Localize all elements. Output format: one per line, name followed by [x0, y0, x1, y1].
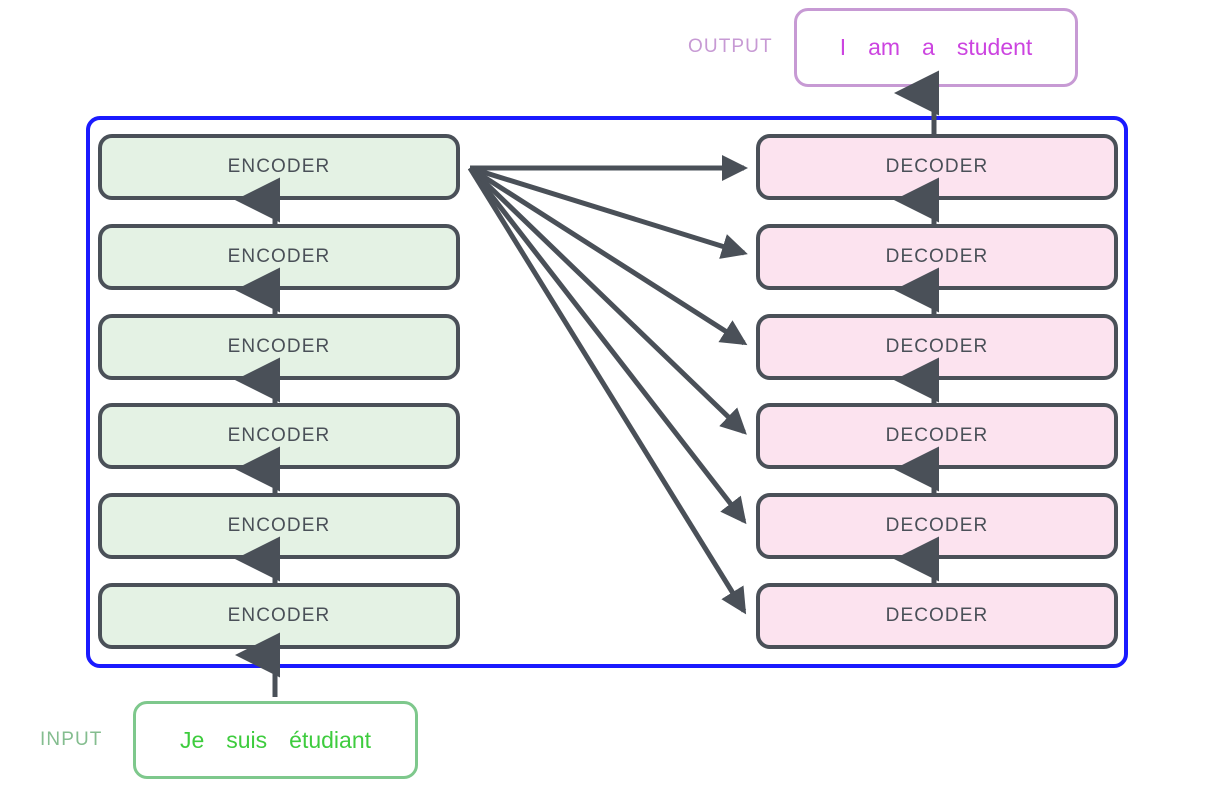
decoder-block-4[interactable]: DECODER	[756, 403, 1118, 469]
output-box[interactable]: I am a student	[794, 8, 1078, 87]
output-token: I	[839, 34, 847, 60]
decoder-block-6[interactable]: DECODER	[756, 583, 1118, 649]
encoder-block-6[interactable]: ENCODER	[98, 583, 460, 649]
input-token: Je	[179, 726, 205, 753]
output-token: student	[956, 34, 1033, 60]
output-token-list: I am a student	[840, 34, 1033, 61]
input-box[interactable]: Je suis étudiant	[133, 701, 418, 779]
decoder-block-1[interactable]: DECODER	[756, 134, 1118, 200]
output-label: OUTPUT	[688, 36, 773, 57]
encoder-block-2[interactable]: ENCODER	[98, 224, 460, 290]
output-token: a	[922, 34, 935, 60]
decoder-block-5[interactable]: DECODER	[756, 493, 1118, 559]
encoder-block-5[interactable]: ENCODER	[98, 493, 460, 559]
output-token: am	[868, 34, 901, 60]
encoder-block-4[interactable]: ENCODER	[98, 403, 460, 469]
input-token: étudiant	[289, 726, 372, 753]
encoder-block-1[interactable]: ENCODER	[98, 134, 460, 200]
decoder-block-2[interactable]: DECODER	[756, 224, 1118, 290]
input-label: INPUT	[40, 729, 103, 750]
decoder-block-3[interactable]: DECODER	[756, 314, 1118, 380]
encoder-decoder-container	[86, 116, 1128, 668]
encoder-block-3[interactable]: ENCODER	[98, 314, 460, 380]
input-token: suis	[226, 726, 268, 753]
input-token-list: Je suis étudiant	[180, 727, 371, 754]
